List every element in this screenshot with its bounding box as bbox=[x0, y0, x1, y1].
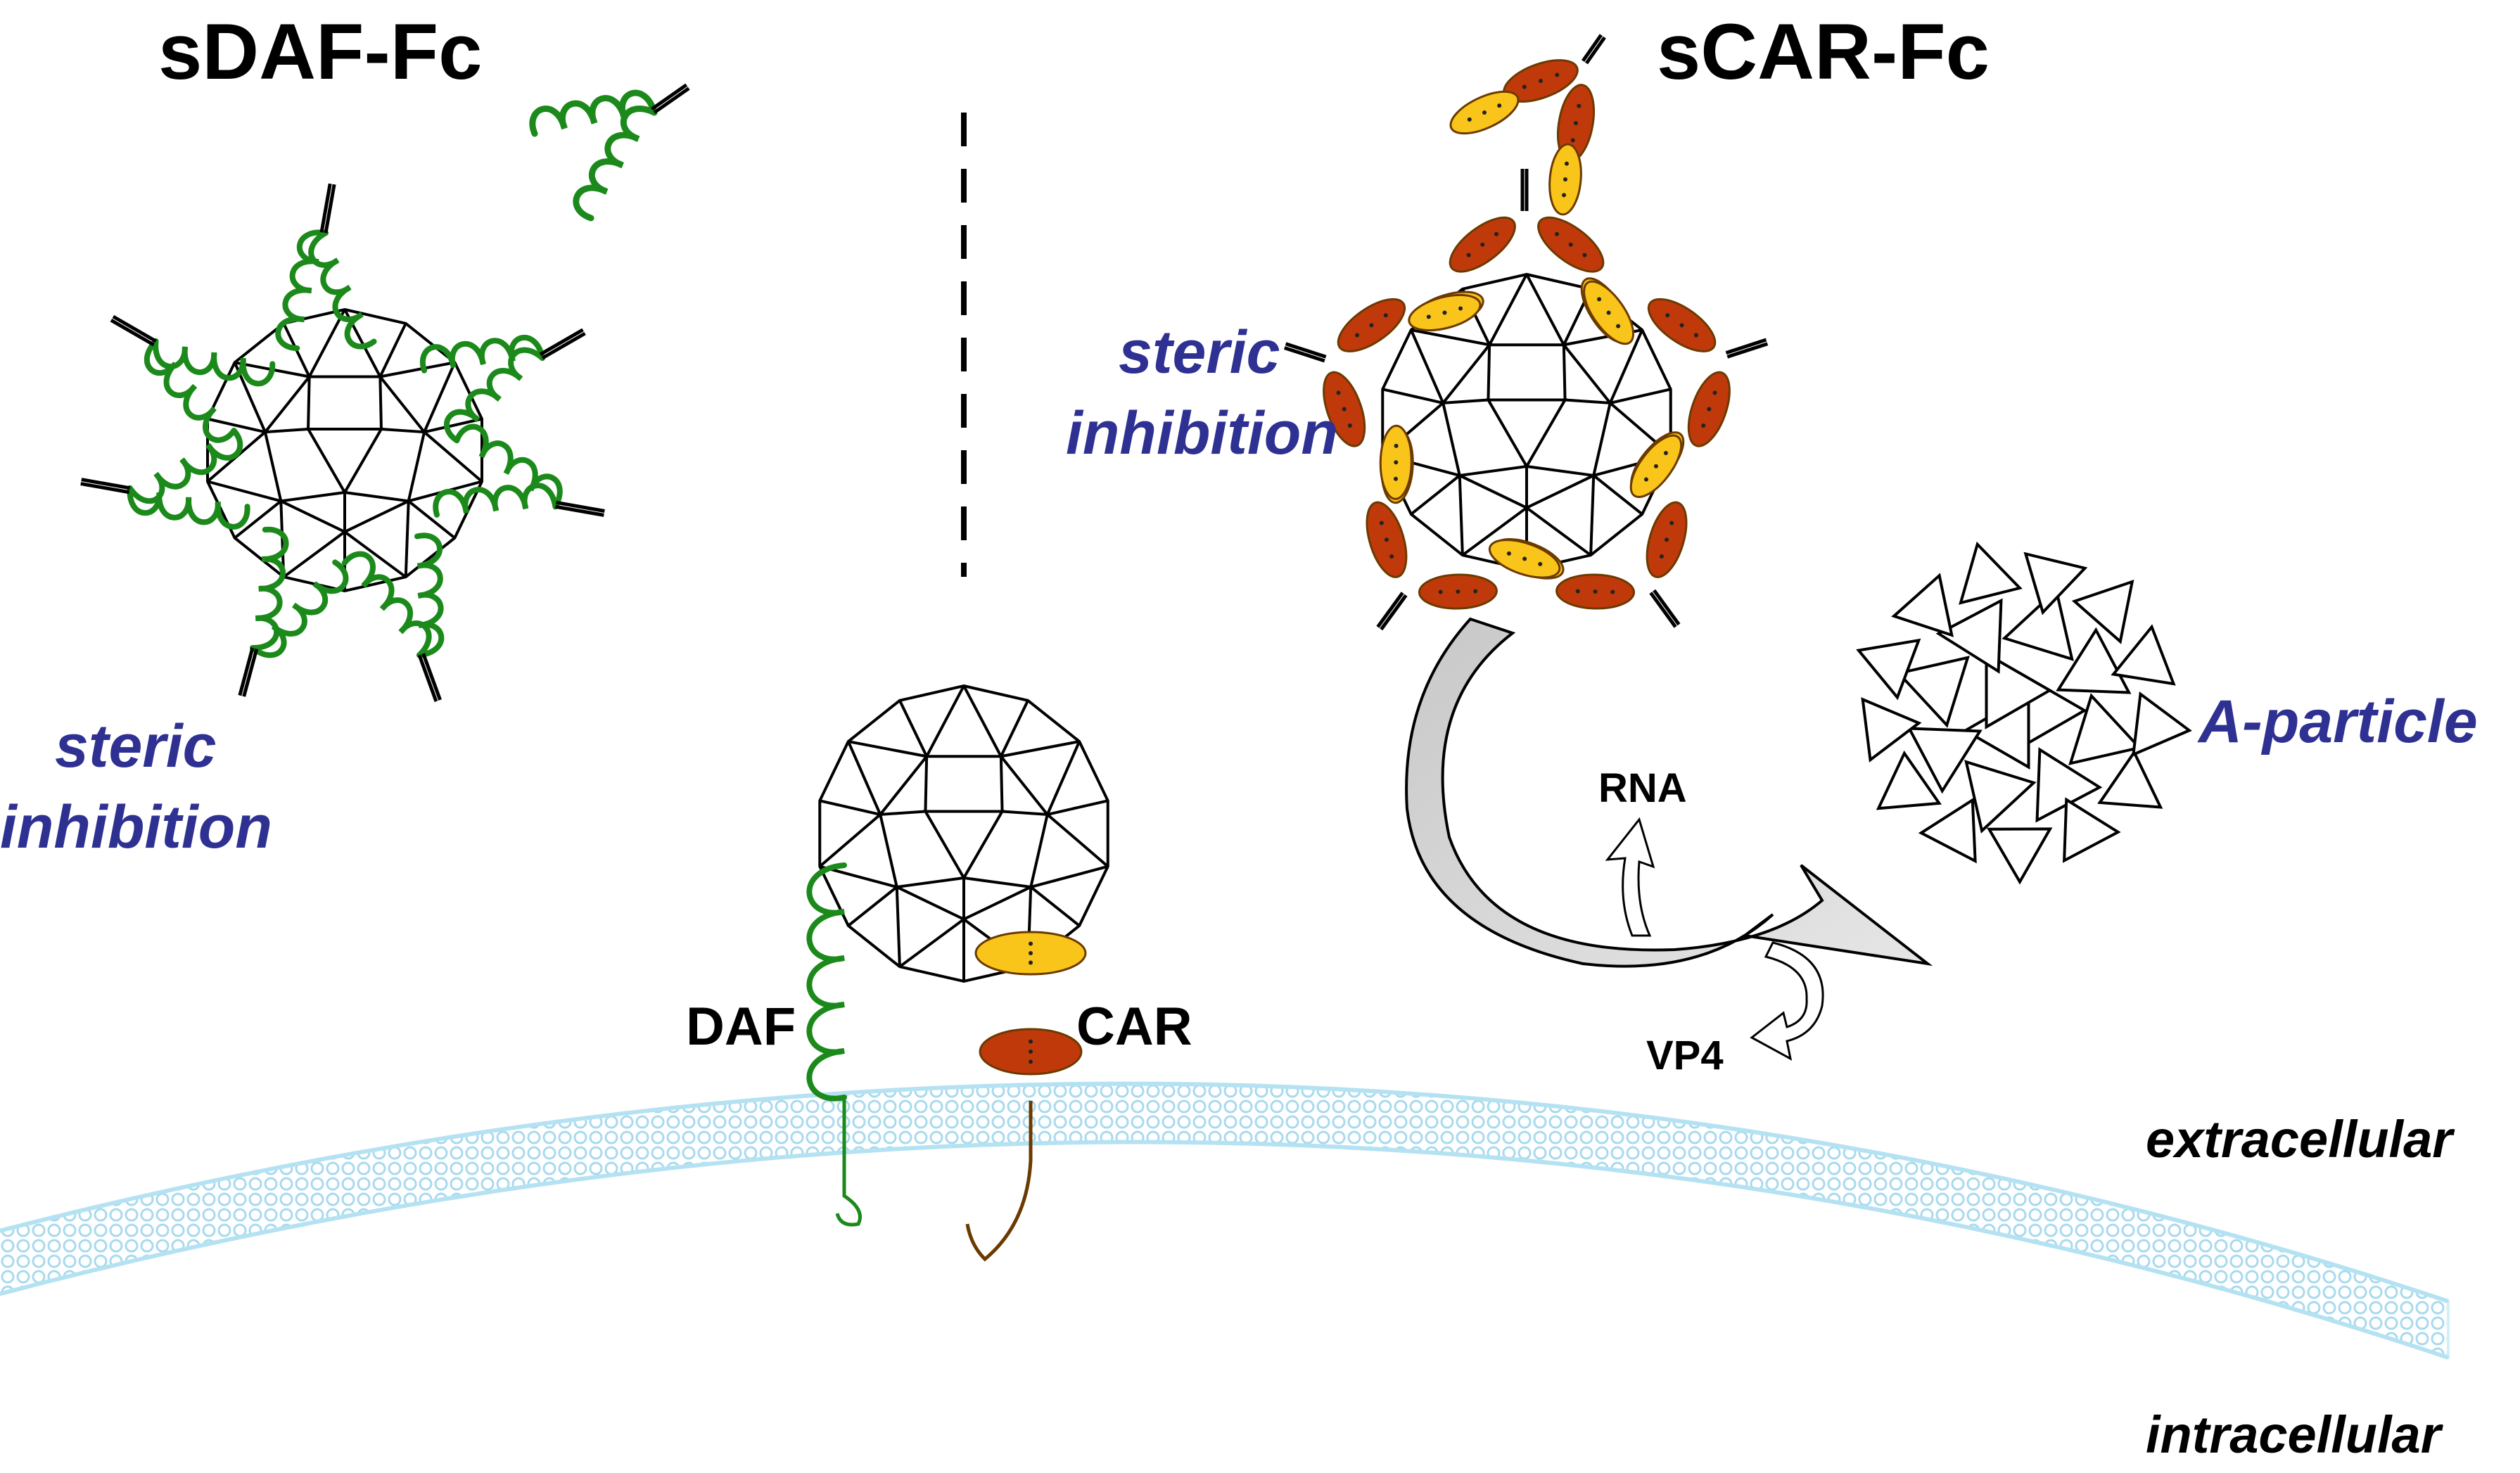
virus-left-with-sdaf bbox=[80, 183, 605, 702]
virus-right-with-scar bbox=[1283, 169, 1769, 631]
a-particle bbox=[1856, 541, 2192, 885]
rna-label: RNA bbox=[1598, 765, 1687, 811]
daf-receptor bbox=[806, 862, 862, 1227]
free-scar-fc bbox=[1449, 34, 1606, 216]
free-sdaf-fc bbox=[529, 83, 690, 222]
car-receptor bbox=[965, 931, 1087, 1262]
steric-inhibition-right-2: inhibition bbox=[1066, 400, 1338, 467]
title-sdaf-fc: sDAF-Fc bbox=[158, 8, 482, 96]
conversion-arrow bbox=[1405, 617, 1933, 1061]
extracellular-label: extracellular bbox=[2146, 1110, 2455, 1168]
virus-center bbox=[816, 684, 1112, 983]
title-scar-fc: sCAR-Fc bbox=[1657, 8, 1990, 96]
vp4-arrow bbox=[1750, 941, 1824, 1061]
steric-inhibition-left-1: steric bbox=[55, 713, 217, 780]
cell-membrane bbox=[0, 1081, 2450, 1360]
steric-inhibition-left-2: inhibition bbox=[0, 793, 272, 861]
vp4-label: VP4 bbox=[1646, 1033, 1724, 1078]
steric-inhibition-right-1: steric bbox=[1119, 319, 1280, 386]
daf-label: DAF bbox=[686, 997, 796, 1057]
intracellular-label: intracellular bbox=[2146, 1405, 2444, 1464]
car-label: CAR bbox=[1076, 997, 1192, 1057]
a-particle-label: A-particle bbox=[2197, 688, 2478, 755]
rna-arrow bbox=[1605, 817, 1655, 937]
